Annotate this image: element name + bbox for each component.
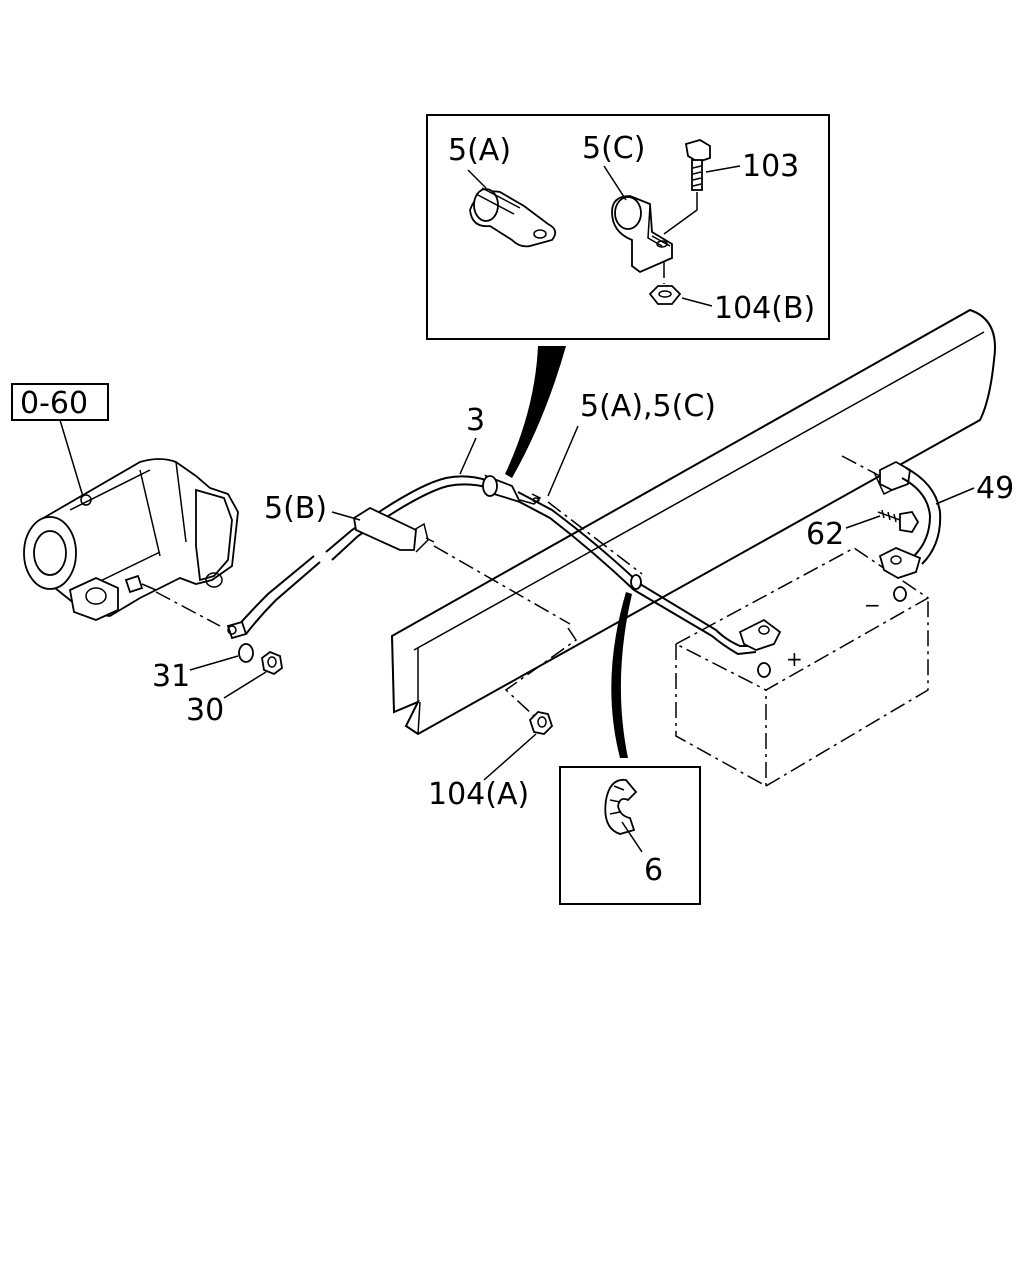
bolt-62-icon xyxy=(877,509,920,533)
ground-cable-49-icon xyxy=(873,460,942,579)
clip-5a-icon xyxy=(469,187,557,248)
label-104a: 104(A) xyxy=(428,777,529,812)
detail-inset-clips: 5(A) 5(C) 103 104(B) xyxy=(426,114,830,478)
bolt-103-icon xyxy=(663,139,711,235)
clip-5c-icon xyxy=(611,195,673,274)
reference-box-text: 0-60 xyxy=(20,386,88,421)
label-3: 3 xyxy=(466,403,485,438)
label-5b: 5(B) xyxy=(264,491,327,526)
label-49: 49 xyxy=(976,471,1014,506)
label-30: 30 xyxy=(186,693,224,728)
frame-rail-icon xyxy=(390,308,996,736)
label-5a-inset: 5(A) xyxy=(448,133,511,168)
grommet-detail-icon xyxy=(604,778,638,835)
cable-clip-5ac-icon xyxy=(482,474,542,505)
label-6: 6 xyxy=(644,853,663,888)
nut-104b-icon xyxy=(648,262,682,305)
battery-icon: − + xyxy=(674,547,930,788)
label-103: 103 xyxy=(742,149,799,184)
starter-motor-icon xyxy=(23,458,239,627)
label-31: 31 xyxy=(152,659,190,694)
washer-31-icon xyxy=(238,643,254,663)
label-5ac: 5(A),5(C) xyxy=(580,389,716,424)
bracket-5b-icon xyxy=(353,506,435,553)
label-104b: 104(B) xyxy=(714,291,815,326)
nut-30-icon xyxy=(261,650,283,676)
reference-box-0-60[interactable]: 0-60 xyxy=(11,383,109,501)
battery-plus-sign: + xyxy=(786,647,803,671)
detail-inset-grommet: 6 xyxy=(559,766,701,905)
inset-pointer xyxy=(505,346,566,478)
nut-104a-icon xyxy=(528,711,554,735)
label-62: 62 xyxy=(806,517,844,552)
label-5c-inset: 5(C) xyxy=(582,131,645,166)
battery-minus-sign: − xyxy=(864,593,881,617)
grommet-6-icon xyxy=(630,574,642,590)
grommet-pointer xyxy=(611,592,632,758)
